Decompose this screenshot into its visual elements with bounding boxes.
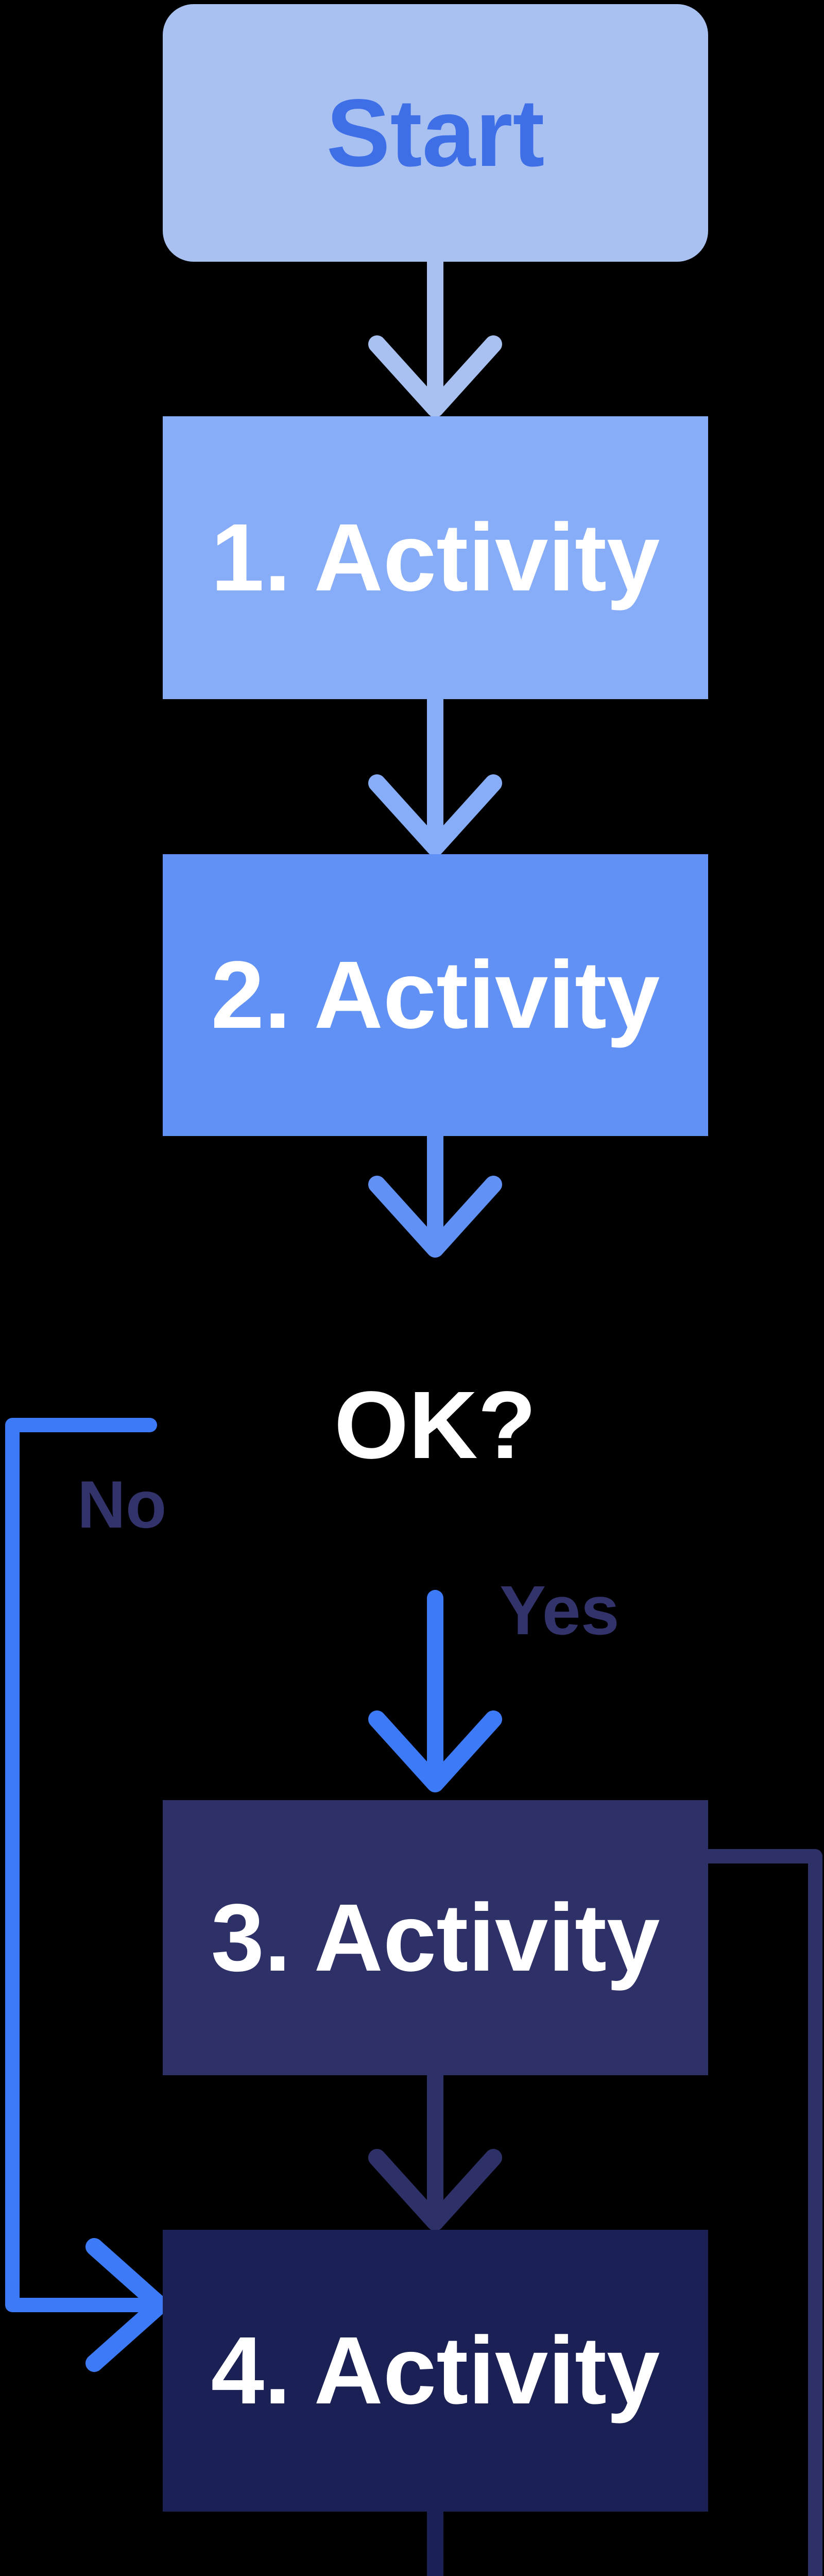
- edge-label-no: No: [77, 1467, 167, 1542]
- node-label-activity-3: 3. Activity: [211, 1884, 660, 1991]
- flow-node-decision-label: OK?: [151, 1252, 719, 1598]
- arrowhead-down-icon: [368, 774, 502, 856]
- edge-activity3-to-end: [701, 1849, 822, 2576]
- arrowhead-down-icon: [368, 335, 502, 417]
- node-label-activity-4: 4. Activity: [211, 2317, 660, 2424]
- flow-node-start: Start: [163, 4, 708, 262]
- node-label-activity-2: 2. Activity: [211, 942, 660, 1048]
- edge-activity2-to-decision: [368, 1128, 502, 1258]
- edge-decision-yes: [368, 1590, 502, 1792]
- flow-node-activity-3: 3. Activity: [163, 1800, 708, 2075]
- arrowhead-down-icon: [368, 1710, 502, 1792]
- node-label-decision: OK?: [334, 1371, 537, 1479]
- flow-node-activity-2: 2. Activity: [163, 854, 708, 1136]
- node-label-start: Start: [326, 79, 545, 187]
- edge-decision-no: [5, 1418, 168, 2372]
- edge-activity1-to-activity2: [368, 691, 502, 856]
- flow-node-activity-1: 1. Activity: [163, 416, 708, 699]
- arrowhead-down-icon: [368, 2149, 502, 2231]
- edge-label-yes: Yes: [500, 1571, 620, 1649]
- node-label-activity-1: 1. Activity: [211, 504, 660, 611]
- flow-node-activity-4: 4. Activity: [163, 2230, 708, 2512]
- arrowhead-right-icon: [85, 2238, 168, 2372]
- edge-activity3-to-activity4: [368, 2067, 502, 2231]
- edge-start-to-activity1: [368, 253, 502, 417]
- edge-activity4-to-end: [427, 2503, 443, 2576]
- arrowhead-down-icon: [368, 1176, 502, 1258]
